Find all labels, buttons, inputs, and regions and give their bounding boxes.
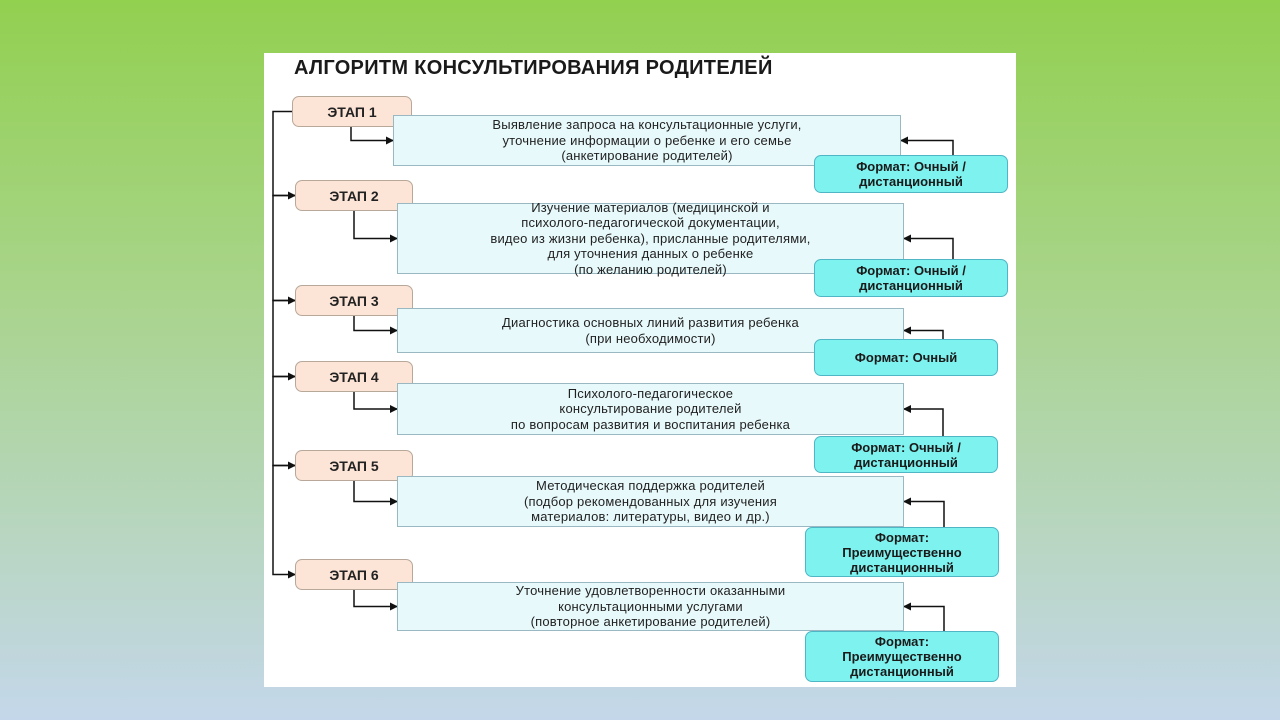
connector-arrow: [272, 110, 296, 200]
stage-label-1: ЭТАП 1: [292, 96, 412, 127]
connector-arrow: [353, 590, 398, 611]
diagram-title: АЛГОРИТМ КОНСУЛЬТИРОВАНИЯ РОДИТЕЛЕЙ: [294, 57, 773, 79]
description-line: консультационными услугами: [558, 598, 743, 614]
format-line: Преимущественно: [842, 649, 962, 664]
connector-arrow: [272, 375, 296, 470]
connector-arrow: [903, 234, 954, 259]
connector-arrow: [353, 481, 398, 506]
connector-arrow: [272, 299, 296, 381]
description-line: Психолого-педагогическое: [567, 385, 734, 401]
format-badge-3: Формат: Очный: [814, 339, 998, 376]
connector-arrow: [350, 127, 394, 145]
description-line: Методическая поддержка родителей: [536, 478, 765, 494]
connector-arrow: [272, 194, 296, 305]
connector-arrow: [903, 405, 944, 436]
format-badge-4: Формат: Очный /дистанционный: [814, 436, 998, 473]
format-line: Формат:: [874, 529, 930, 545]
format-line: дистанционный: [850, 559, 954, 575]
connector-arrow: [353, 316, 398, 335]
connector-arrow: [903, 602, 945, 631]
connector-arrow: [353, 211, 398, 243]
description-line: Выявление запроса на консультационные ус…: [492, 117, 802, 133]
format-line: Формат: Очный /: [856, 159, 966, 174]
connector-arrow: [903, 326, 944, 339]
description-line: психолого-педагогической документации,: [521, 215, 780, 231]
description-line: (анкетирование родителей): [561, 148, 733, 164]
format-line: Формат: Очный /: [851, 439, 961, 455]
description-line: видео из жизни ребенка), присланные роди…: [490, 230, 811, 246]
stage-label-2: ЭТАП 2: [295, 180, 413, 211]
description-line: Уточнение удовлетворенности оказанными: [515, 583, 786, 599]
format-badge-1: Формат: Очный /дистанционный: [814, 155, 1008, 193]
format-line: дистанционный: [859, 278, 963, 293]
description-line: Диагностика основных линий развития ребе…: [502, 315, 799, 330]
connector-arrow: [272, 464, 296, 579]
connector-arrow: [900, 136, 954, 155]
description-line: (при необходимости): [585, 330, 716, 346]
description-line: консультирование родителей: [559, 401, 742, 417]
format-line: дистанционный: [854, 454, 958, 470]
format-line: Формат: Очный /: [856, 263, 966, 278]
description-line: Изучение материалов (медицинской и: [531, 199, 770, 215]
stage-description-5: Методическая поддержка родителей(подбор …: [397, 476, 904, 527]
format-line: Формат: Очный: [854, 350, 958, 365]
description-line: (повторное анкетирование родителей): [530, 614, 771, 630]
diagram-sheet: АЛГОРИТМ КОНСУЛЬТИРОВАНИЯ РОДИТЕЛЕЙ ЭТАП…: [264, 53, 1016, 687]
description-line: материалов: литературы, видео и др.): [531, 509, 770, 525]
description-line: по вопросам развития и воспитания ребенк…: [510, 416, 791, 432]
connector-arrow: [903, 497, 945, 527]
description-line: уточнение информации о ребенке и его сем…: [502, 132, 792, 148]
description-line: для уточнения данных о ребенке: [547, 246, 754, 262]
format-line: Преимущественно: [842, 544, 962, 560]
format-line: Формат:: [874, 634, 930, 649]
connector-lines: [272, 110, 954, 631]
description-line: (по желанию родителей): [574, 261, 727, 277]
stage-label-4: ЭТАП 4: [295, 361, 413, 392]
stage-label-5: ЭТАП 5: [295, 450, 413, 481]
format-badge-2: Формат: Очный /дистанционный: [814, 259, 1008, 297]
description-line: (подбор рекомендованных для изучения: [524, 493, 777, 509]
connector-arrow: [353, 392, 398, 413]
format-line: дистанционный: [859, 174, 963, 189]
format-line: дистанционный: [850, 664, 954, 679]
stage-label-6: ЭТАП 6: [295, 559, 413, 590]
stage-label-3: ЭТАП 3: [295, 285, 413, 316]
